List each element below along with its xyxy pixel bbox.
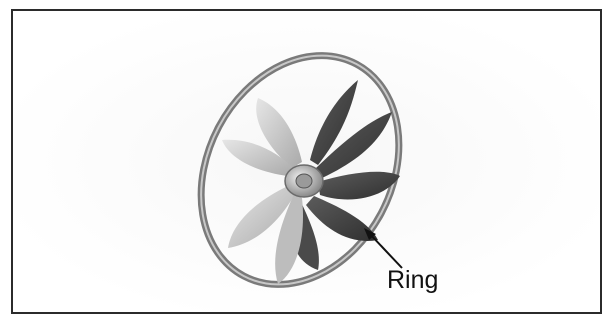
fan-hub-center — [296, 174, 312, 188]
ring-callout-label: Ring — [387, 268, 438, 293]
